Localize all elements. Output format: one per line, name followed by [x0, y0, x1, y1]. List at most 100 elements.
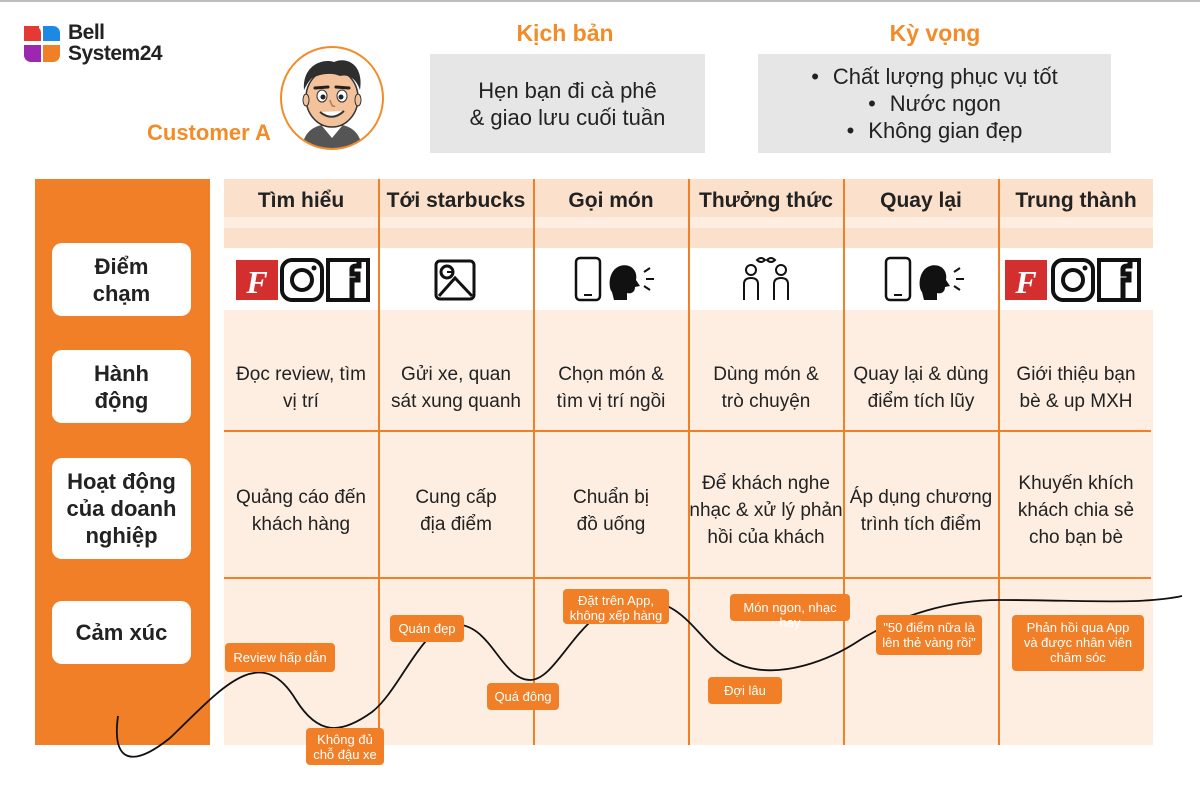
expectations-title: Kỳ vọng [889, 20, 981, 46]
cell-line: tìm vị trí ngồi [556, 391, 666, 412]
row-label-line: nghiệp [85, 523, 158, 548]
cell-line: Chọn món & [558, 364, 664, 385]
foody-icon: F [1005, 260, 1047, 300]
column-divider [378, 179, 380, 745]
cell-line: hồi của khách [707, 527, 825, 548]
emotion-note: Quán đẹp [390, 615, 464, 642]
cell-line: Chuẩn bị [572, 487, 650, 508]
instagram-icon [1051, 258, 1095, 302]
header-band [379, 228, 533, 248]
action-cell: Chọn món & tìm vị trí ngồi [534, 361, 688, 415]
svg-text:F: F [245, 264, 267, 300]
cell-line: Khuyến khích [1018, 473, 1134, 494]
column-divider [688, 179, 690, 745]
facebook-icon [326, 258, 370, 302]
column-divider [533, 179, 535, 745]
header-band [224, 228, 378, 248]
emotion-line [116, 595, 1183, 758]
speaking-icon [919, 265, 964, 300]
cell-line: bè & up MXH [1019, 391, 1133, 412]
cell-line: Dùng món & [713, 364, 819, 385]
header-band [999, 228, 1153, 248]
cell-line: Gửi xe, quan [401, 364, 511, 385]
scenario-title: Kịch bản [516, 20, 614, 46]
phone-icon [884, 256, 912, 302]
cell-line: Áp dụng chương [849, 487, 993, 508]
stage-header: Tìm hiểu [224, 179, 378, 217]
note-line: lên thẻ vàng rồi" [882, 635, 976, 650]
foody-icon: F [236, 260, 278, 300]
cell-line: địa điểm [420, 514, 492, 535]
conversation-icon [743, 257, 789, 300]
cell-line: khách hàng [251, 514, 351, 535]
brand-line-1: Bell [68, 21, 105, 44]
cell-line: trò chuyện [721, 391, 811, 412]
cell-line: nhạc & xử lý phản [689, 500, 843, 521]
note-line: Không đủ [317, 732, 373, 747]
header-band [844, 228, 998, 248]
action-cell: Dùng món & trò chuyện [689, 361, 843, 415]
scenario-line: & giao lưu cuối tuần [469, 105, 666, 130]
stage-header: Quay lại [844, 179, 998, 217]
note-line: Phản hồi qua App [1026, 620, 1130, 635]
emotion-note: Review hấp dẫn [225, 643, 335, 672]
phone-icon [574, 256, 602, 302]
facebook-icon [1097, 258, 1141, 302]
row-divider [224, 577, 1151, 579]
stage-header: Trung thành [999, 179, 1153, 217]
persona-name: Customer A [147, 120, 271, 145]
emotion-note: Đợi lâu [708, 677, 782, 704]
touchpoint-cell [844, 248, 998, 310]
action-cell: Đọc review, tìm vị trí [224, 361, 378, 415]
expectation-item: Không gian đẹp [758, 117, 1111, 144]
column-divider [843, 179, 845, 745]
cell-line: đồ uống [576, 514, 646, 535]
scenario-line: Hẹn bạn đi cà phê [478, 78, 657, 103]
header-band [689, 228, 843, 248]
expectations-box: Chất lượng phục vụ tốt Nước ngon Không g… [758, 54, 1111, 153]
expectation-item: Chất lượng phục vụ tốt [758, 63, 1111, 90]
cell-line: Quay lại & dùng [853, 364, 989, 385]
cell-line: sát xung quanh [391, 391, 521, 412]
action-cell: Gửi xe, quan sát xung quanh [379, 361, 533, 415]
touchpoint-cell [534, 248, 688, 310]
touchpoint-cell [689, 248, 843, 310]
header-band [534, 228, 688, 248]
cell-line: Đọc review, tìm [236, 364, 366, 385]
note-line: Quá đông [494, 689, 552, 704]
row-label-line: Hành [94, 360, 149, 386]
note-line: chăm sóc [1050, 650, 1106, 665]
cell-line: cho bạn bè [1028, 527, 1124, 548]
note-line: và được nhân viên [1023, 635, 1133, 650]
cell-line: vị trí [283, 391, 319, 412]
note-line: "50 điểm nữa là [883, 620, 975, 635]
note-line: chỗ đậu xe [313, 747, 377, 762]
touchpoint-cell: F [999, 248, 1153, 310]
cartoon-man-face-icon [302, 60, 362, 148]
cell-line: điểm tích lũy [867, 391, 975, 412]
note-line: không xếp hàng [569, 608, 663, 623]
note-line: Đợi lâu [724, 683, 766, 698]
speaking-icon [609, 265, 654, 300]
top-border [0, 0, 1200, 2]
action-cell: Quay lại & dùng điểm tích lũy [844, 361, 998, 415]
emotion-note: Món ngon, nhạc hay [730, 594, 850, 630]
map-icon [434, 259, 476, 301]
instagram-icon [280, 258, 324, 302]
row-label-line: động [94, 387, 149, 413]
emotion-note: Quá đông [487, 683, 559, 710]
note-line: Quán đẹp [398, 621, 456, 636]
brand-logo-icon [24, 26, 60, 62]
column-divider [998, 179, 1000, 745]
expectation-item: Nước ngon [758, 90, 1111, 117]
